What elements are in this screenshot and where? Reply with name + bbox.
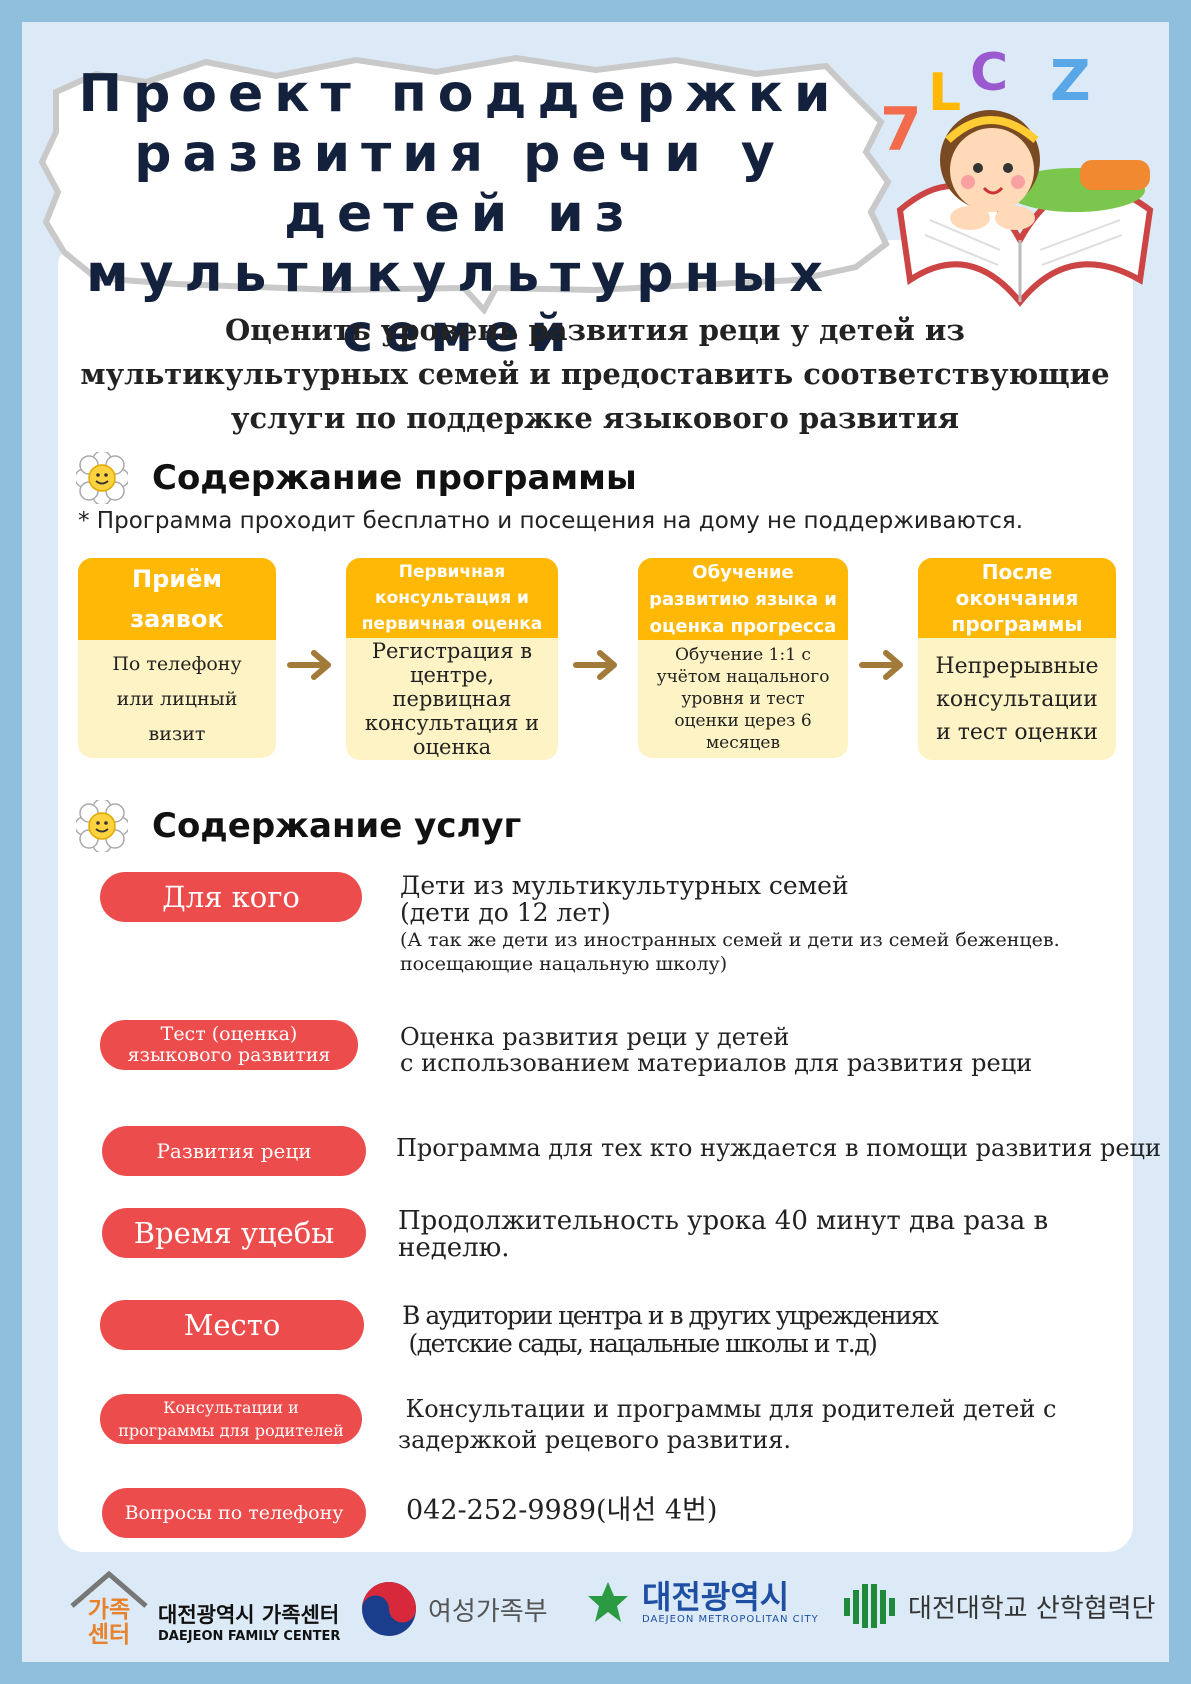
label-study-time: Время уцебы xyxy=(102,1208,366,1258)
step-applications: Приём заявок По телефону или лицный визи… xyxy=(78,558,276,758)
arrow-right-icon xyxy=(859,650,903,680)
ministry-logo: 여성가족부 xyxy=(360,1580,548,1638)
intro-text: Оценить уровень развития реци у детей из… xyxy=(80,313,1110,435)
step-body: Непрерывные консультации и тест оценки xyxy=(935,653,1099,745)
service-note: (А так же дети из иностранных семей и де… xyxy=(400,929,1060,975)
city-name: 대전광역시 xyxy=(642,1577,790,1616)
phone-number: 042-252-9989(내선 4번) xyxy=(406,1495,718,1526)
flower-icon xyxy=(76,800,128,852)
program-section-heading: Содержание программы xyxy=(76,452,637,504)
step-language-training: Обучение развитию языка и оценка прогрес… xyxy=(638,558,848,758)
taegeuk-icon xyxy=(362,1582,416,1636)
services-section-heading: Содержание услуг xyxy=(76,800,521,852)
service-text-2: (детские сады, нацальные школы и т.д) xyxy=(402,1329,877,1358)
university-name: 대전대학교 산학협력단 xyxy=(908,1593,1156,1624)
service-text: Оценка развития реци у детей xyxy=(400,1023,790,1051)
family-center-logo: 가족 센터 대전광역시 가족센터 DAEJEON FAMILY CENTER xyxy=(68,1570,340,1650)
service-text-2: (дети до 12 лет) xyxy=(400,898,611,927)
city-name-en: DAEJEON METROPOLITAN CITY xyxy=(642,1613,819,1625)
program-heading: Содержание программы xyxy=(152,458,637,498)
flower-icon xyxy=(76,452,128,504)
svg-text:7: 7 xyxy=(880,95,922,165)
svg-text:C: C xyxy=(970,43,1008,103)
svg-text:Z: Z xyxy=(1050,49,1091,114)
step-title: Первичная консультация и первичная оценк… xyxy=(346,558,558,638)
family-center-name-en: DAEJEON FAMILY CENTER xyxy=(158,1628,341,1644)
svg-text:L: L xyxy=(928,63,961,123)
family-center-name: 대전광역시 가족센터 xyxy=(158,1602,340,1627)
label-language-test: Тест (оценка) языкового развития xyxy=(100,1020,358,1070)
label-phone-questions: Вопросы по телефону xyxy=(102,1488,366,1538)
service-text-2: с использованием материалов для развития… xyxy=(400,1049,1033,1077)
step-title: После окончания программы xyxy=(918,558,1116,638)
program-note: * Программа проходит бесплатно и посещен… xyxy=(78,508,1024,534)
city-logo: 대전광역시 DAEJEON METROPOLITAN CITY xyxy=(584,1578,819,1626)
services-heading: Содержание услуг xyxy=(152,806,522,846)
footer-logos: 가족 센터 대전광역시 가족센터 DAEJEON FAMILY CENTER 여… xyxy=(0,1570,1191,1660)
label-for-whom: Для кого xyxy=(100,872,362,922)
child-reading-illustration: 7 L C Z xyxy=(880,43,1154,307)
arrow-right-icon xyxy=(287,650,331,680)
service-text: Консультации и программы для родителей д… xyxy=(398,1395,1065,1454)
step-after-program: После окончания программы Непрерывные ко… xyxy=(918,558,1116,760)
step-body: Обучение 1:1 с учётом нацального уровня … xyxy=(656,645,830,753)
house-icon: 가족 센터 xyxy=(68,1570,150,1650)
label-parent-programs: Консультации и программы для родителей xyxy=(100,1394,362,1444)
service-text: Дети из мультикультурных семей xyxy=(400,871,849,900)
service-text: Продолжительность урока 40 минут два раз… xyxy=(398,1206,1049,1263)
service-text: Программа для тех кто нуждается в помощи… xyxy=(396,1134,1161,1162)
ministry-name: 여성가족부 xyxy=(428,1596,548,1627)
page-title: Проект поддержки развития речи у детей и… xyxy=(78,64,842,364)
step-initial-consultation: Первичная консультация и первичная оценк… xyxy=(346,558,558,760)
label-speech-development: Развития реци xyxy=(102,1126,366,1176)
step-body: По телефону или лицный визит xyxy=(112,652,242,745)
label-location: Место xyxy=(100,1300,364,1350)
step-title: Обучение развитию языка и оценка прогрес… xyxy=(638,558,848,640)
speech-bubble xyxy=(38,54,892,314)
service-text: В аудитории центра и в других уцреждения… xyxy=(402,1301,939,1330)
step-body: Регистрация в центре, первицная консульт… xyxy=(364,639,540,759)
university-logo: 대전대학교 산학협력단 xyxy=(840,1582,1155,1630)
arrow-right-icon xyxy=(573,650,617,680)
city-emblem-icon xyxy=(588,1582,628,1622)
university-emblem-icon xyxy=(844,1584,895,1628)
family-center-logo-text: 가족 센터 xyxy=(87,1597,131,1648)
step-title: Приём заявок xyxy=(78,558,276,640)
